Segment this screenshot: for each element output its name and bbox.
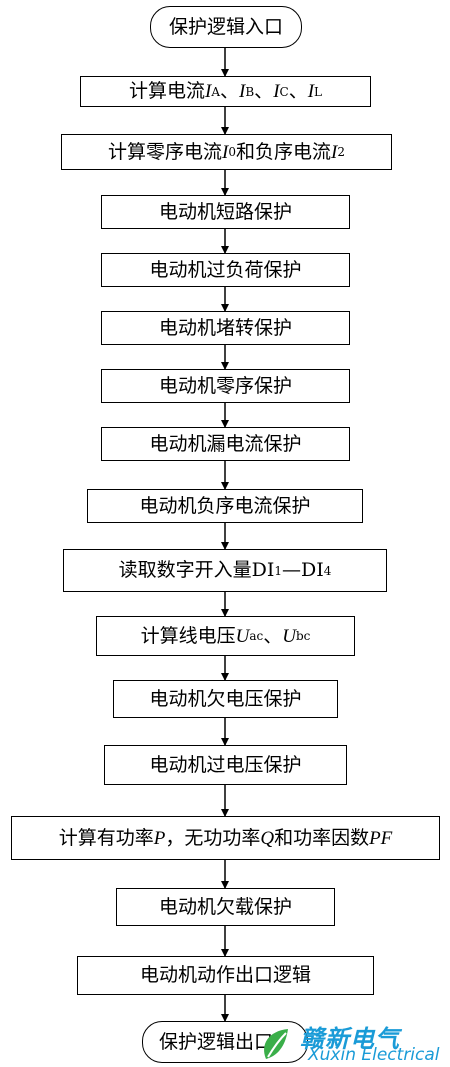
trip-logic-box: 电动机动作出口逻辑: [77, 956, 374, 995]
leaf-logo-icon: [264, 1029, 288, 1059]
leakage-box: 电动机漏电流保护: [101, 427, 350, 461]
overvoltage-box: 电动机过电压保护: [104, 745, 347, 785]
brand-name-en: Xuxin Electrical: [308, 1045, 440, 1065]
undervoltage-box: 电动机欠电压保护: [113, 680, 338, 718]
end-terminal: 保护逻辑出口: [142, 1021, 308, 1063]
overload-box: 电动机过负荷保护: [101, 253, 350, 287]
watermark-logo: 赣新电气 Xuxin Electrical: [258, 1019, 450, 1067]
short-circuit-box: 电动机短路保护: [101, 195, 350, 229]
neg-seq-box: 电动机负序电流保护: [87, 489, 363, 523]
brand-name-cn: 赣新电气: [300, 1025, 400, 1053]
locked-rotor-box: 电动机堵转保护: [101, 311, 350, 345]
underload-box: 电动机欠载保护: [116, 888, 335, 926]
zero-seq-box: 电动机零序保护: [101, 369, 350, 403]
start-terminal: 保护逻辑入口: [150, 6, 302, 48]
